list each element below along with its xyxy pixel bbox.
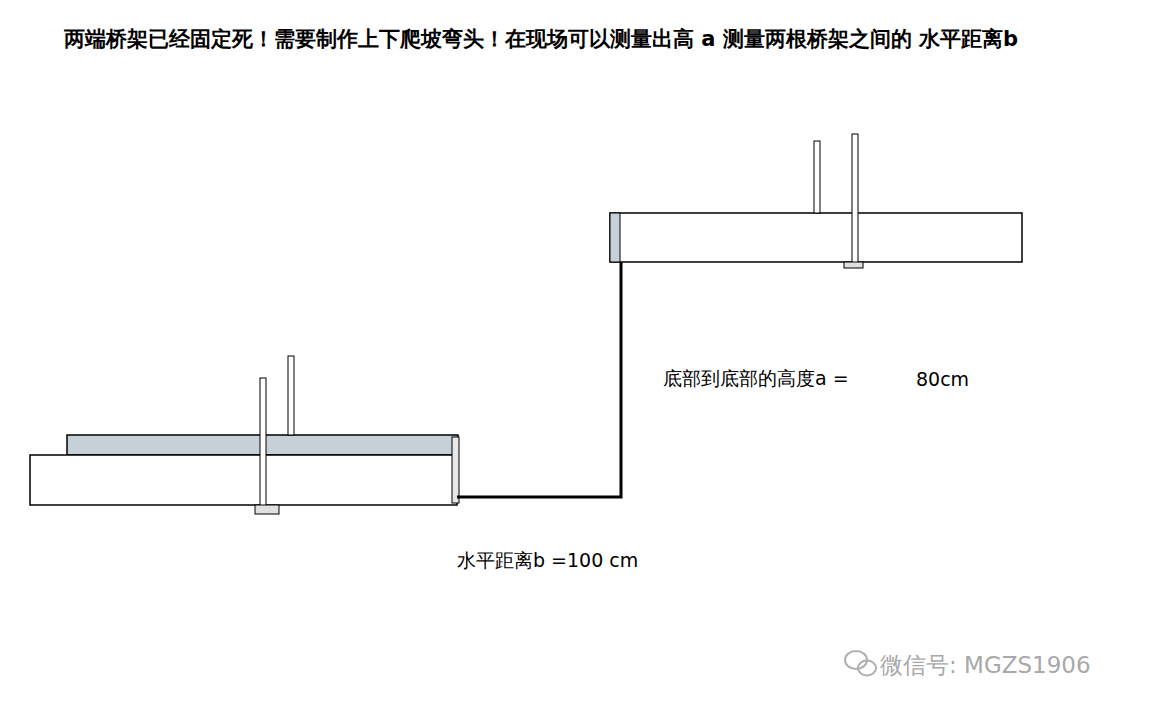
hanger-rod bbox=[260, 378, 266, 512]
title-text: 两端桥架已经固定死！需要制作上下爬坡弯头！在现场可以测量出高 a 测量两根桥架之… bbox=[64, 24, 1064, 54]
hanger-rod bbox=[288, 356, 294, 435]
lower-tray bbox=[30, 455, 457, 505]
hanger-bracket bbox=[844, 262, 863, 268]
tray-end bbox=[452, 437, 459, 503]
bend-path bbox=[457, 262, 621, 497]
dimension-value: 80cm bbox=[916, 368, 969, 390]
hanger-rod bbox=[852, 134, 858, 266]
watermark: 微信号: MGZS1906 bbox=[880, 650, 1091, 681]
dimension-label: 底部到底部的高度a = bbox=[663, 366, 849, 392]
dimension-label: 水平距离b =100 cm bbox=[457, 548, 638, 574]
upper-tray bbox=[610, 213, 1022, 262]
hanger-rod bbox=[814, 141, 820, 213]
hanger-bracket bbox=[255, 505, 279, 514]
tray-end bbox=[610, 213, 620, 262]
wechat-icon bbox=[845, 651, 876, 676]
